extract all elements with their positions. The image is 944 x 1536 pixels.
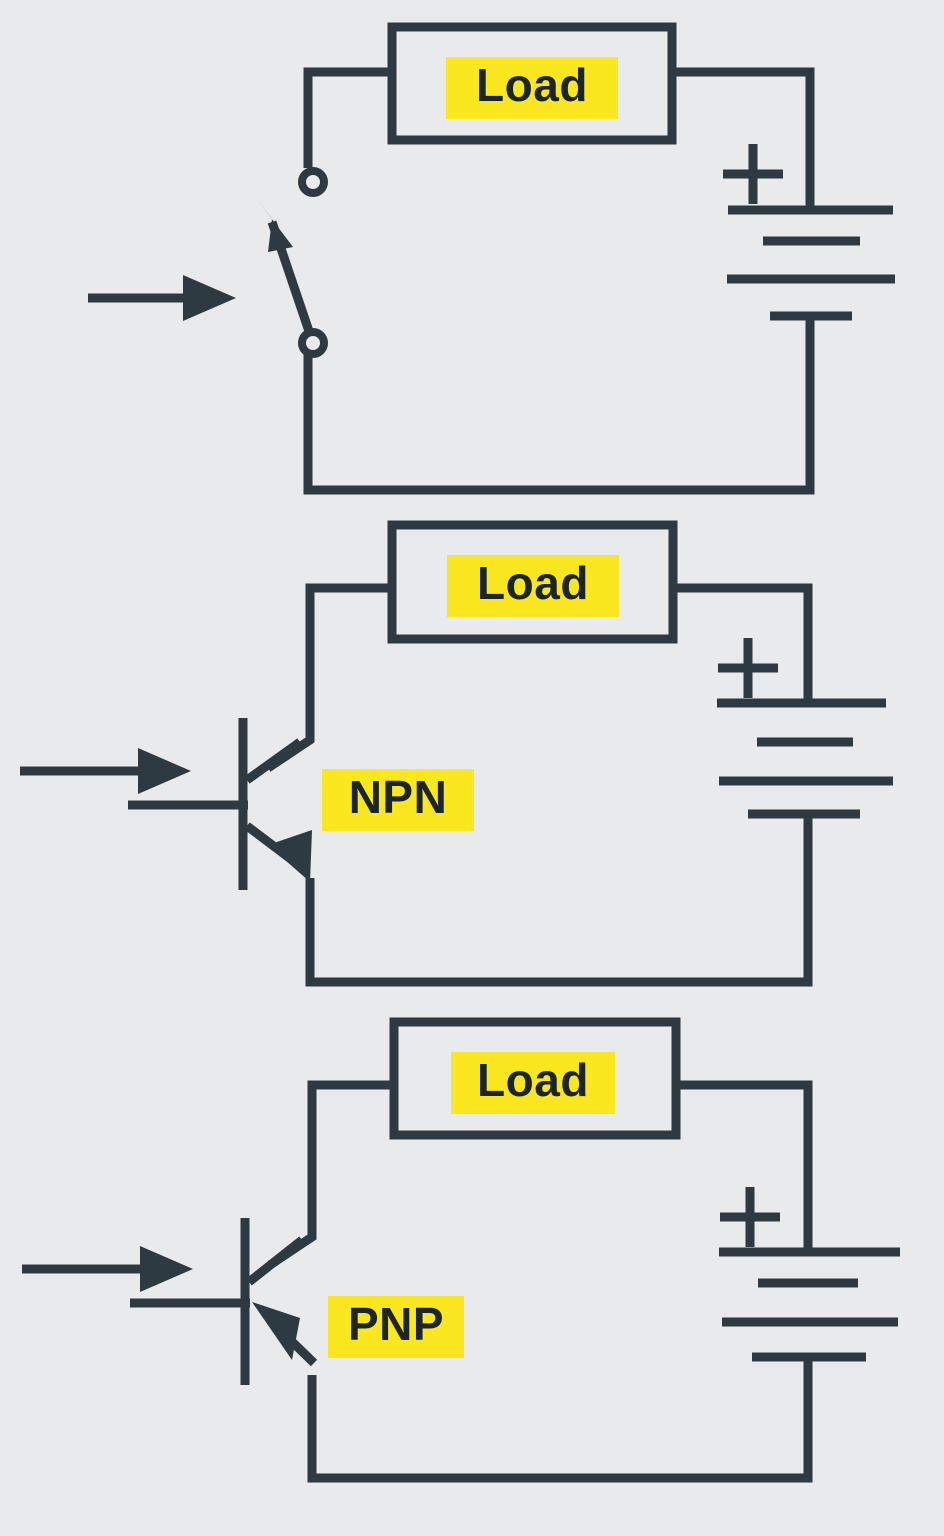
pnp-collector-lead: [246, 1236, 305, 1286]
wire-load-to-battery-1: [672, 67, 815, 210]
switch-blade-arrowhead: [256, 198, 293, 252]
npn-label: NPN: [349, 771, 448, 823]
load-box-2: [387, 520, 678, 644]
wire-load-to-collector-npn: [265, 583, 392, 772]
input-arrow-2-icon: [20, 748, 191, 794]
switch-terminal-bottom[interactable]: [298, 328, 328, 358]
load-label-highlight-1: [446, 57, 618, 119]
npn-emitter-arrowhead: [268, 830, 312, 882]
wire-battery-return-1: [303, 316, 815, 495]
pnp-emitter-arrowhead: [252, 1302, 300, 1360]
wire-load-to-collector-pnp: [267, 1080, 394, 1269]
load-label-highlight-3: [451, 1052, 615, 1114]
circuit-switch: Load: [88, 22, 895, 495]
wire-battery-return-2: [305, 814, 813, 987]
wire-load-to-battery-2: [673, 583, 813, 703]
load-label-3: Load: [477, 1054, 589, 1106]
load-label-1: Load: [476, 59, 588, 111]
npn-collector-lead: [244, 738, 303, 784]
circuit-npn: Load: [20, 520, 893, 987]
wire-load-to-switch-top: [303, 67, 392, 168]
input-arrow-1-icon: [88, 275, 236, 321]
pnp-label-highlight: [328, 1296, 464, 1358]
load-box-1: [387, 22, 677, 145]
npn-label-highlight: [322, 769, 474, 831]
switch-terminal-top[interactable]: [298, 167, 328, 197]
input-arrow-3-icon: [22, 1246, 193, 1292]
wire-load-to-battery-3: [676, 1080, 813, 1252]
battery-plus-icon-1: [723, 144, 783, 204]
wire-battery-return-3: [307, 1357, 813, 1483]
load-label-highlight-2: [447, 555, 619, 617]
load-label-2: Load: [477, 557, 589, 609]
battery-plus-icon-3: [720, 1187, 780, 1247]
circuit-pnp: Load: [22, 1017, 900, 1483]
battery-plus-icon-2: [718, 638, 778, 698]
pnp-label: PNP: [348, 1298, 444, 1350]
load-box-3: [389, 1017, 681, 1140]
